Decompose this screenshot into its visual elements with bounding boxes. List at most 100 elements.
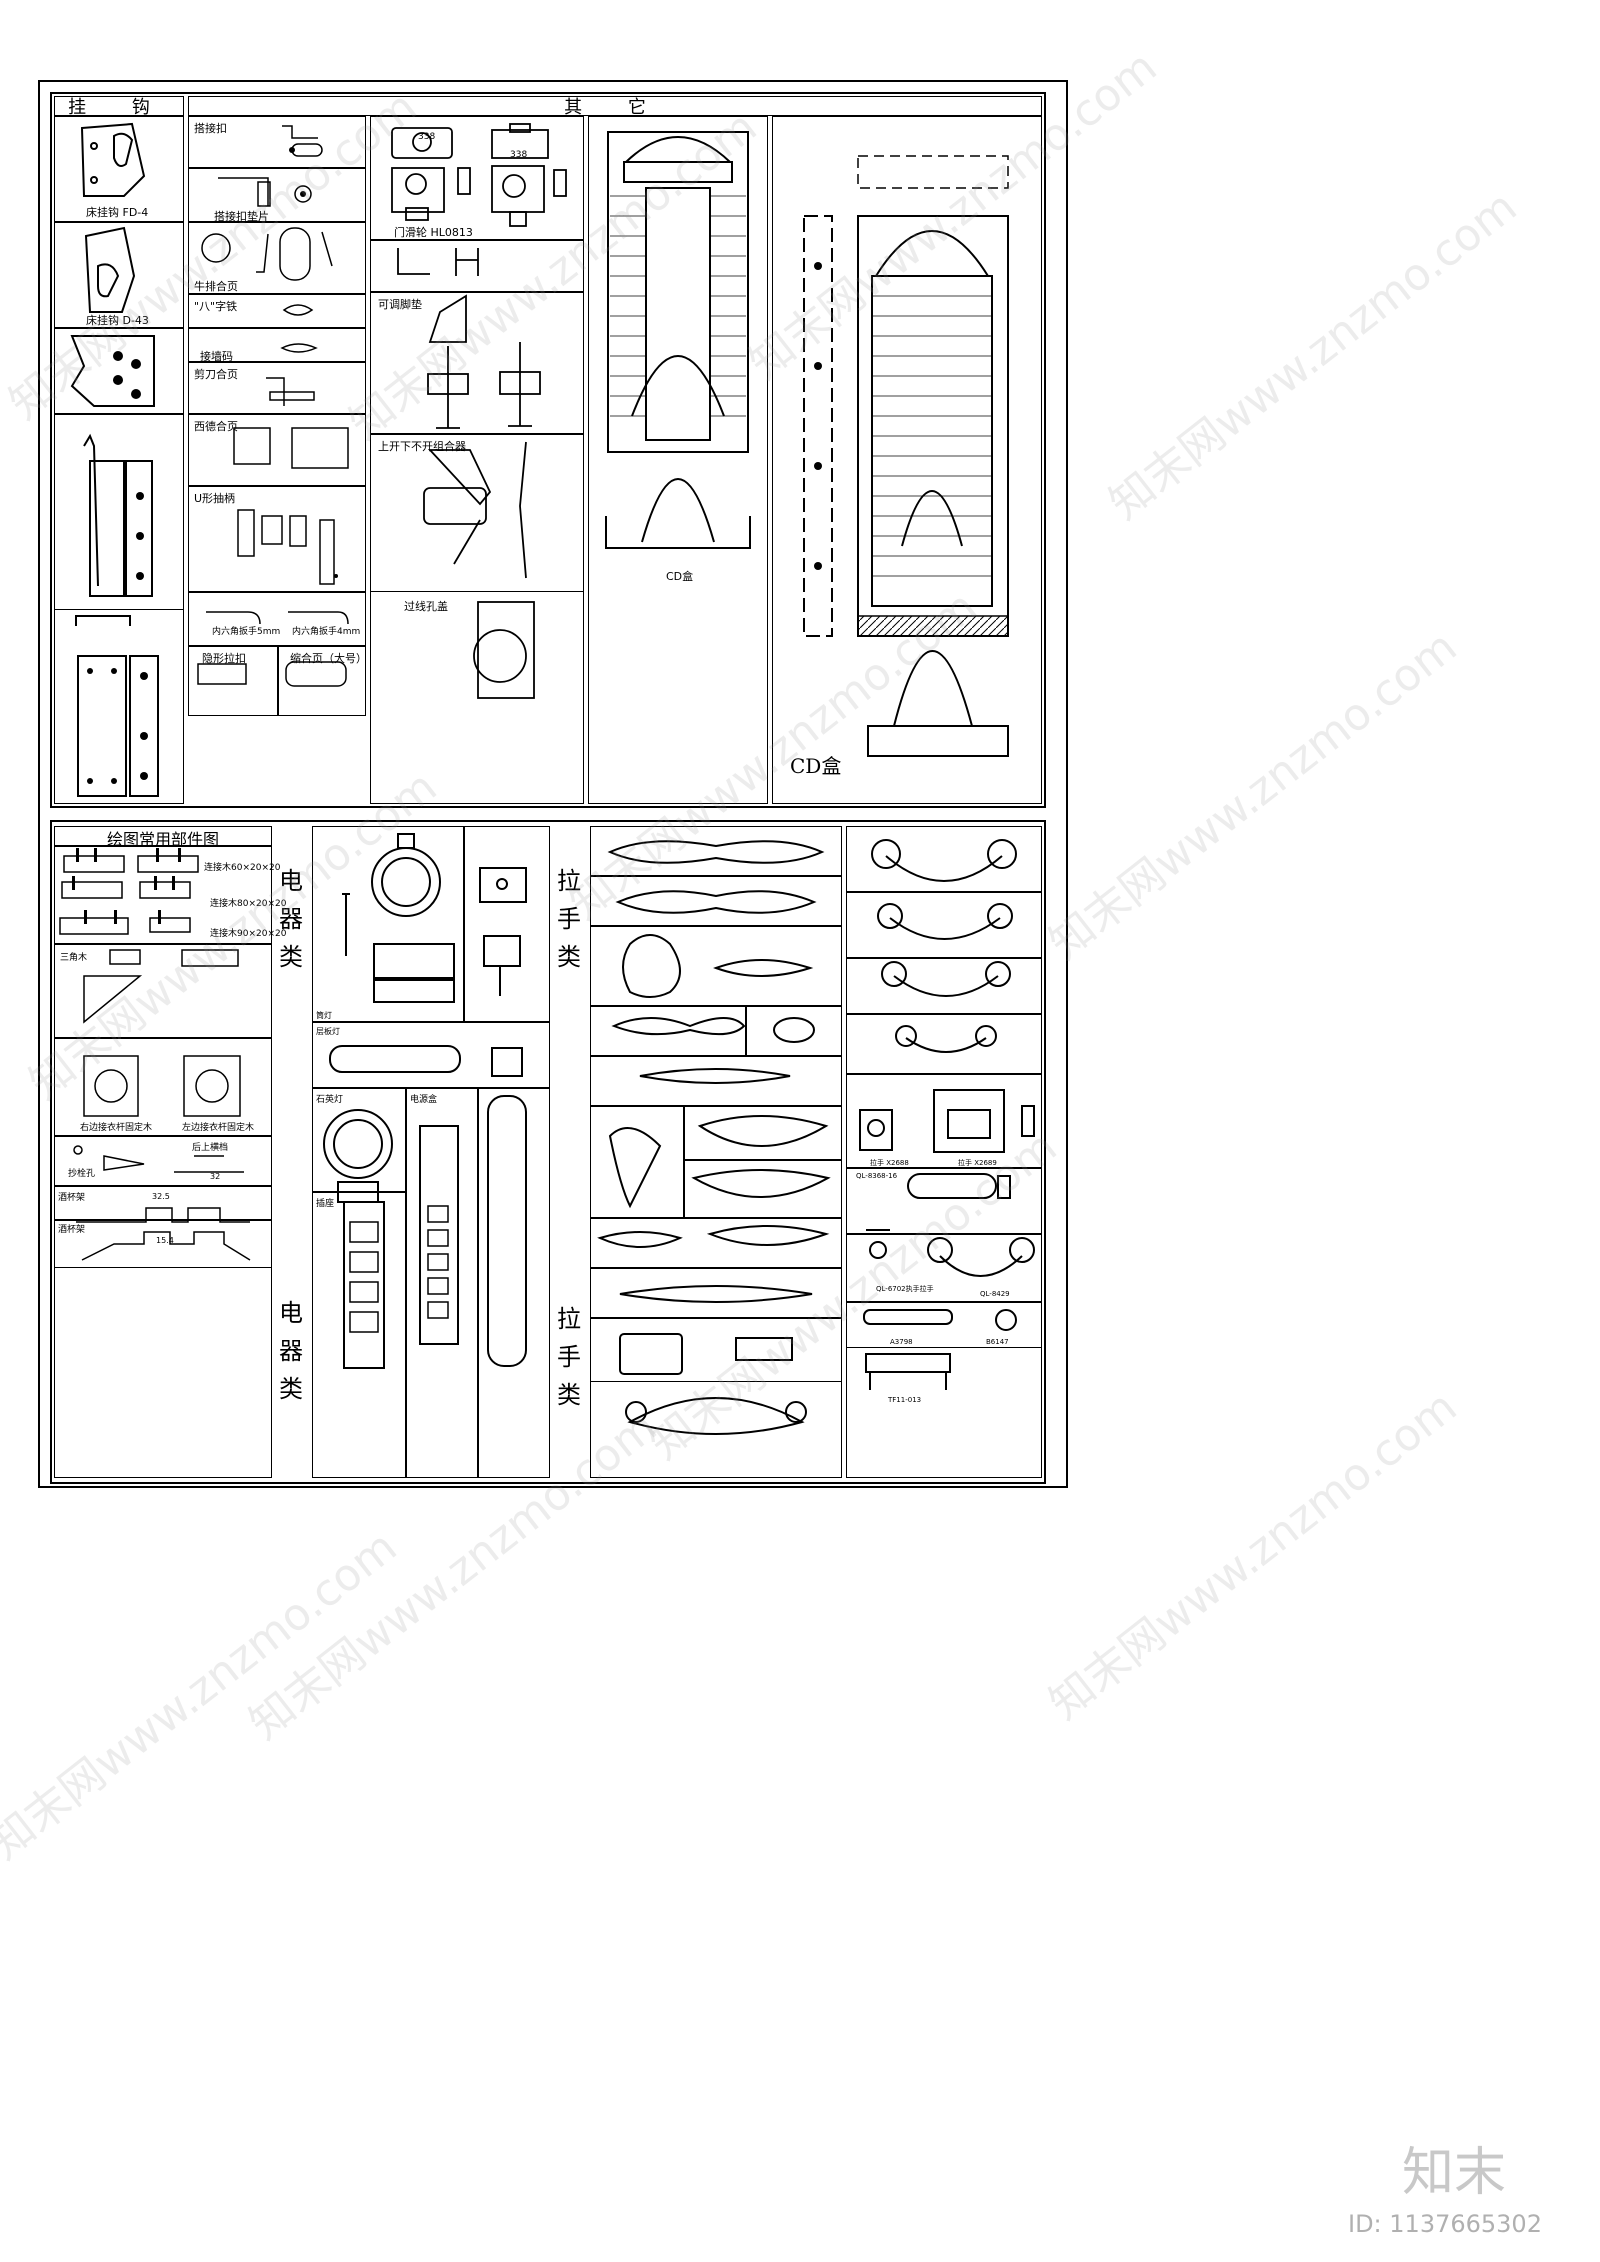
handles-b-drawings — [859, 839, 1035, 1390]
elec-cell-switch — [464, 826, 550, 1022]
elec-label-1: 筒灯 — [316, 1011, 332, 1020]
outer-frame — [38, 80, 1068, 1488]
elec-label-5: 插座 — [316, 1199, 335, 1209]
cd-label-small: CD盒 — [666, 570, 694, 583]
hb-label-6: A3798 — [890, 1338, 913, 1346]
fittings-drawings — [391, 123, 567, 699]
cabinet-front-cell — [588, 116, 768, 804]
electric-char-2: 器 — [279, 905, 303, 933]
hw-label-9: 内六角扳手5mm — [212, 627, 281, 637]
hb-label-8: TF11-013 — [888, 1396, 922, 1404]
parts-label-5: 右边接衣杆固定木 — [80, 1123, 153, 1133]
parts-row-2 — [54, 944, 272, 1038]
parts-row-3 — [54, 1038, 272, 1136]
hw-label-5: 接墙码 — [200, 350, 233, 363]
handle-char-6: 类 — [557, 1381, 581, 1409]
dim-label-2: 15.4 — [156, 1236, 174, 1245]
fit-label-1: 门滑轮 HL0813 — [394, 226, 473, 239]
hb-row-5 — [846, 1074, 1042, 1168]
hb-label-2: 拉手 X2689 — [958, 1159, 997, 1167]
parts-row-1 — [54, 846, 272, 944]
hooks-header-cell — [54, 96, 184, 116]
electric-char-3: 类 — [279, 943, 303, 971]
fit-label-2: 可调脚垫 — [378, 298, 422, 311]
hardware-drawings — [197, 125, 349, 687]
watermark-11: 知末网www.znzmo.com — [0, 1521, 407, 1870]
hw-label-4: "八"字铁 — [194, 300, 238, 313]
hook-cell-3 — [54, 328, 184, 414]
hw-row-5 — [188, 328, 366, 362]
hw-label-2: 搭接扣垫片 — [214, 210, 269, 223]
ha-row-8 — [590, 1268, 842, 1318]
ha-row-5 — [590, 1056, 842, 1106]
watermark-10: 知末网www.znzmo.com — [1040, 1381, 1467, 1730]
hook-cell-1 — [54, 116, 184, 222]
ha-row-6a — [590, 1106, 684, 1218]
hw-row-3 — [188, 222, 366, 294]
hw-row-9 — [188, 592, 366, 646]
hw-row-8 — [188, 486, 366, 592]
handle-char-4: 拉 — [557, 1305, 581, 1333]
elec-cell-power — [406, 1088, 478, 1478]
handle-char-5: 手 — [557, 1343, 581, 1371]
parts-label-8: 后上横档 — [192, 1143, 229, 1153]
elec-label-2: 层板灯 — [316, 1027, 340, 1036]
dim-label-1: 32.5 — [152, 1192, 170, 1201]
hb-label-7: B6147 — [986, 1338, 1009, 1346]
parts-label-1: 连接木60×20×20 — [204, 863, 281, 873]
electric-char-5: 器 — [279, 1337, 303, 1365]
hooks-header: 挂 钩 — [68, 97, 170, 118]
parts-row-4 — [54, 1136, 272, 1186]
elec-cell-bar — [312, 1022, 550, 1088]
fit-row-1 — [370, 116, 584, 240]
hook-cell-2 — [54, 222, 184, 328]
parts-label-9: 酒杯架 — [58, 1193, 86, 1203]
electric-char-4: 电 — [279, 1299, 303, 1327]
elec-cell-socket — [312, 1192, 406, 1478]
hook-label-fd4: 床挂钩 FD-4 — [86, 206, 149, 219]
hb-row-7 — [846, 1234, 1042, 1302]
ha-row-1 — [590, 826, 842, 876]
ha-row-9 — [590, 1318, 842, 1382]
hb-row-2 — [846, 892, 1042, 958]
hb-row-3 — [846, 958, 1042, 1014]
ha-row-4a — [590, 1006, 746, 1056]
elec-cell-strip — [478, 1088, 550, 1478]
hw-label-8: U形抽柄 — [194, 492, 236, 505]
bottom-panel — [50, 820, 1046, 1484]
elec-label-4: 电源盒 — [410, 1095, 438, 1105]
elec-label-3: 石英灯 — [316, 1095, 344, 1105]
hw-row-10 — [188, 646, 278, 716]
parts-label-7: 抄栓孔 — [68, 1169, 96, 1179]
cabinet-large-drawing — [803, 155, 1009, 757]
hook-drawings — [70, 122, 159, 797]
fit-row-4 — [370, 434, 584, 592]
hw-row-11 — [278, 646, 366, 716]
parts-label-6: 左边接衣杆固定木 — [182, 1123, 255, 1133]
ha-row-7 — [590, 1218, 842, 1268]
top-panel — [50, 92, 1046, 808]
hw-label-11: 隐形拉扣 — [202, 652, 246, 665]
parts-label-2: 连接木80×20×20 — [210, 899, 287, 909]
hw-label-1: 搭接扣 — [194, 122, 227, 135]
handles-a-drawings — [597, 840, 831, 1435]
parts-row-5 — [54, 1186, 272, 1220]
hb-label-1: 拉手 X2688 — [870, 1159, 909, 1167]
hb-label-5: QL-8429 — [980, 1290, 1010, 1298]
hw-row-6 — [188, 362, 366, 414]
parts-label-3: 连接木90×20×20 — [210, 929, 287, 939]
elec-cell-lamp — [312, 826, 464, 1022]
brand-logo: 知末 — [1402, 2143, 1507, 2203]
ha-row-6b — [684, 1106, 842, 1160]
fit-row-3 — [370, 292, 584, 434]
watermark-4: 知末网www.znzmo.com — [1100, 181, 1527, 530]
hw-label-7: 西德合页 — [194, 420, 238, 433]
hb-row-6 — [846, 1168, 1042, 1234]
hook-label-d43: 床挂钩 D-43 — [86, 314, 149, 327]
electric-char-1: 电 — [279, 867, 303, 895]
hb-row-1 — [846, 826, 1042, 892]
hw-row-2 — [188, 168, 366, 222]
cabinet-large-cell — [772, 116, 1042, 804]
cabinet-front-drawing — [605, 131, 751, 549]
dim-label-3: 32 — [210, 1172, 221, 1181]
